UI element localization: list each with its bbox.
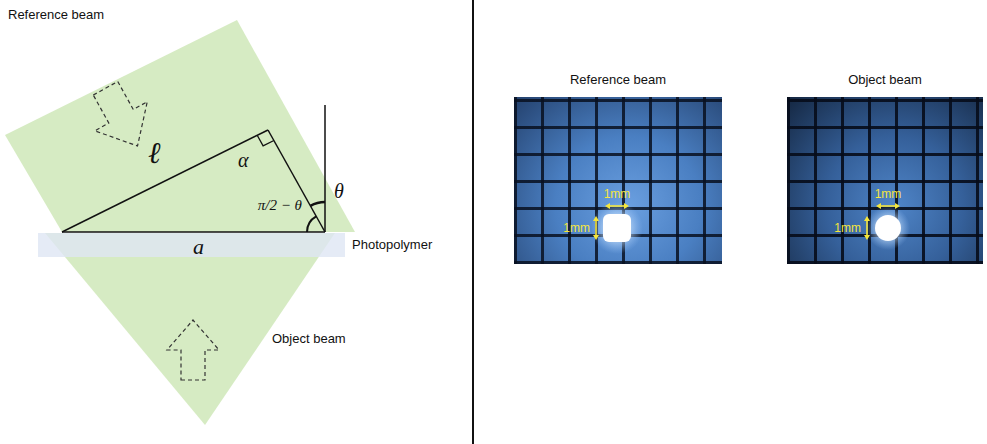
reference-beam-band: [5, 20, 355, 232]
normal-line: [324, 105, 326, 232]
wavefront-line: [62, 130, 268, 232]
material-label: Photopolymer: [352, 238, 432, 253]
beam-spot-drawing: [787, 97, 983, 264]
angle-symbol: α: [238, 149, 249, 172]
dimension-label: 1mm: [563, 221, 590, 235]
arrow-head: [624, 203, 629, 209]
beam-spot-drawing: [514, 97, 722, 264]
beam-glow: [591, 202, 643, 254]
length-symbol: a: [193, 234, 204, 259]
arrow-head: [593, 216, 599, 221]
dimension-line: [866, 219, 868, 237]
camera-photo: 1mm 1mm: [514, 97, 722, 264]
panel-title: Object beam: [787, 72, 983, 88]
triangle-leg: [268, 130, 325, 232]
object-direction-arrow: [167, 320, 219, 380]
beam-label: Object beam: [272, 332, 346, 347]
angle-expression: π/2 − θ: [258, 197, 302, 214]
dimension-line: [595, 219, 597, 237]
right-angle-mark: [257, 135, 274, 146]
dimension-line: [608, 205, 626, 207]
arrow-head: [593, 235, 599, 240]
dimension-label: 1mm: [604, 187, 631, 201]
beam-glow: [866, 206, 910, 250]
triangle-base: [62, 231, 325, 233]
beam-spot: [603, 214, 631, 242]
beam-spot: [875, 215, 901, 241]
length-symbol: ℓ: [148, 136, 161, 171]
dimension-line: [879, 205, 897, 207]
angle-symbol: θ: [334, 180, 344, 203]
photo-panel: Object beam 1mm 1mm: [787, 72, 983, 264]
arrow-head: [864, 235, 870, 240]
angle-arc: [307, 216, 316, 232]
dashed-arrow: [167, 320, 219, 380]
panel-title: Reference beam: [514, 72, 722, 88]
photo-panel: Reference beam 1mm 1mm: [514, 72, 722, 264]
arrow-head: [895, 203, 900, 209]
dimension-label: 1mm: [875, 187, 902, 201]
camera-photo: 1mm 1mm: [787, 97, 983, 264]
panel-divider: [472, 0, 474, 444]
angle-arc: [310, 202, 325, 206]
arrow-head: [876, 203, 881, 209]
arrow-head: [605, 203, 610, 209]
beam-label: Reference beam: [8, 8, 104, 23]
dimension-label: 1mm: [834, 221, 861, 235]
photopolymer-layer: [38, 233, 345, 257]
arrow-head: [864, 216, 870, 221]
object-beam-cone: [45, 233, 335, 425]
